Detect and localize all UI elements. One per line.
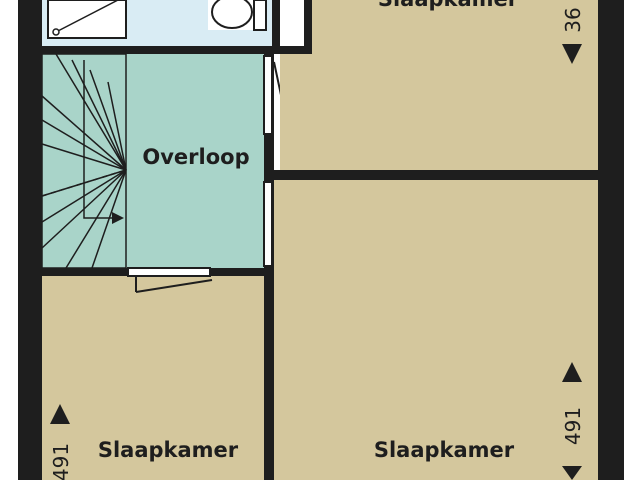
- bathroom-notch-wall: [304, 0, 312, 54]
- outer-wall-left: [18, 0, 42, 480]
- dimension-bottom-right: 491: [561, 407, 585, 445]
- bathroom-notch-wall-bottom: [272, 46, 312, 54]
- arrow-down-icon: [562, 466, 582, 480]
- bedroom-top-right-wall-bottom: [274, 170, 598, 180]
- toilet-icon: [208, 0, 267, 31]
- landing-wall-right: [264, 54, 274, 276]
- bedroom-bottom-left-door-icon: [127, 267, 213, 293]
- bedroom-bottom-right-wall-left: [264, 276, 274, 480]
- stairs-arrow-icon: [112, 212, 124, 224]
- room-label-bedroom-top-right: Slaapkamer: [378, 0, 519, 11]
- outer-wall-right: [598, 0, 624, 480]
- room-label-bedroom-bottom-left: Slaapkamer: [98, 438, 239, 462]
- arrow-down-icon: [562, 44, 582, 64]
- room-label-bedroom-bottom-right: Slaapkamer: [374, 438, 515, 462]
- stairs-icon: [41, 53, 127, 269]
- bedroom-top-right: [280, 0, 598, 170]
- dimension-bottom-left: 491: [49, 443, 73, 480]
- landing: [42, 54, 264, 268]
- bathroom-wall-bottom: [42, 46, 274, 54]
- arrow-up-icon: [50, 404, 70, 424]
- room-label-landing: Overloop: [142, 145, 249, 169]
- bathroom-wall-right: [272, 0, 280, 54]
- dimension-top-right: 36: [561, 7, 585, 32]
- arrow-up-icon: [562, 362, 582, 382]
- bedroom-bottom-right: [274, 180, 598, 480]
- shower-icon: [47, 0, 127, 39]
- bedroom-bottom-left: [42, 276, 264, 480]
